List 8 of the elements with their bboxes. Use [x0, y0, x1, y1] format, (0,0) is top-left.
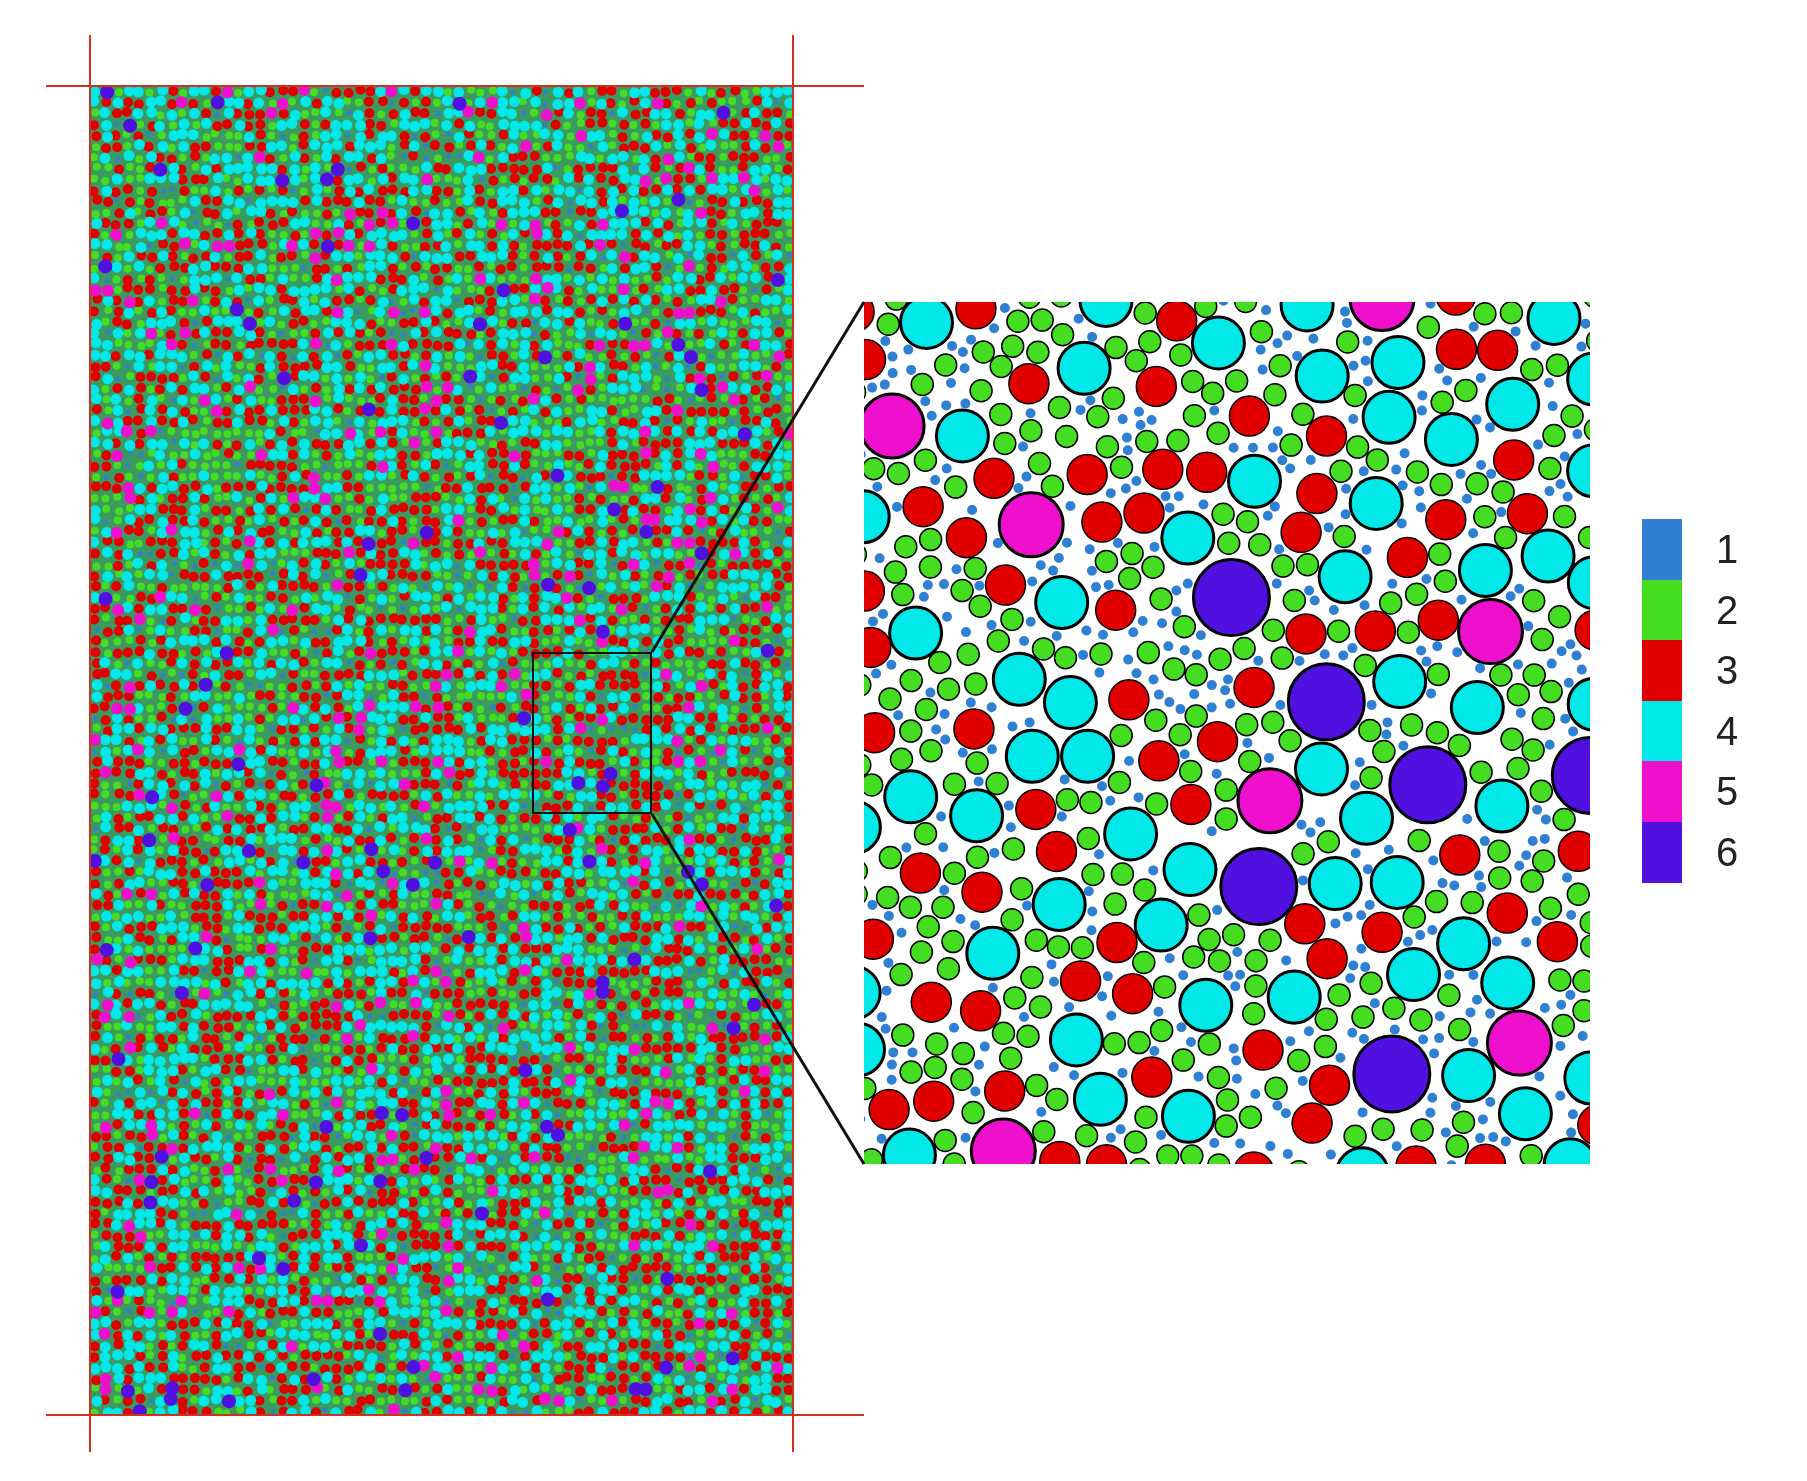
- legend-label: 1: [1716, 529, 1739, 570]
- zoomed-particles-drawing: [864, 302, 1590, 1164]
- legend-label: 6: [1716, 831, 1739, 872]
- legend-label: 3: [1716, 650, 1739, 691]
- legend-label: 5: [1716, 771, 1739, 812]
- legend-label: 2: [1716, 589, 1739, 630]
- zoom-frame: [532, 652, 652, 814]
- legend-label: 4: [1716, 710, 1739, 751]
